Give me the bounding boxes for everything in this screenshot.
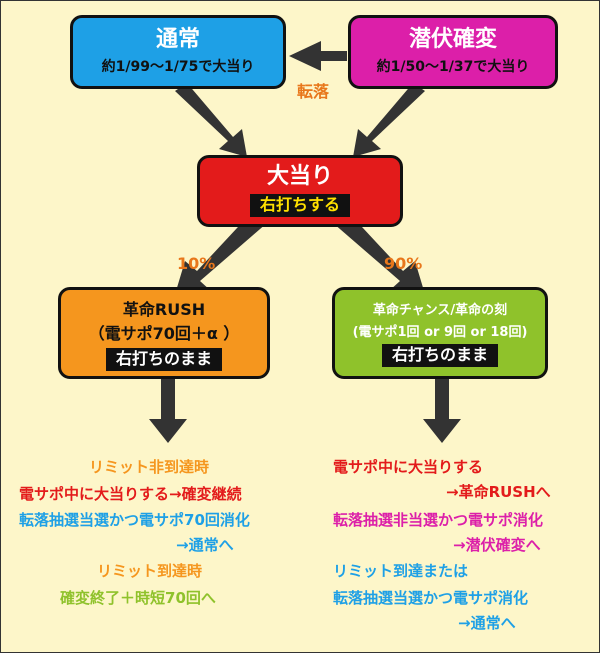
left-line-6: 確変終了＋時短70回へ — [60, 589, 216, 607]
rush-percent-label: 10% — [177, 254, 216, 273]
right-line-7: →通常へ — [458, 614, 516, 632]
right-line-3: 転落抽選非当選かつ電サポ消化 — [333, 511, 544, 529]
arrow-latent-to-normal — [289, 41, 347, 71]
latent-mode-title: 潜伏確変 — [408, 26, 497, 52]
chance-tag: 右打ちのまま — [381, 344, 498, 367]
left-line-5: リミット到達時 — [97, 562, 203, 580]
arrow-jackpot-to-rush — [173, 213, 267, 301]
right-line-5: リミット到達または — [333, 562, 469, 580]
rush-sub: （電サポ70回＋α ） — [88, 323, 240, 343]
right-line-2: →革命RUSHへ — [446, 483, 551, 501]
left-line-1: リミット非到達時 — [89, 458, 210, 476]
arrow-latent-to-jackpot — [353, 83, 425, 157]
fall-label: 転落 — [297, 82, 330, 101]
rush-title: 革命RUSH — [122, 299, 206, 319]
normal-mode-probability: 約1/99〜1/75で大当り — [101, 59, 255, 76]
arrow-chance-down — [423, 379, 461, 443]
left-line-2: 電サポ中に大当りする→確変継続 — [19, 485, 242, 503]
chance-percent-label: 90% — [384, 254, 423, 273]
jackpot-title: 大当り — [266, 164, 333, 190]
right-line-6: 転落抽選当選かつ電サポ消化 — [333, 589, 529, 607]
arrow-jackpot-to-chance — [333, 213, 427, 301]
normal-mode-box: 通常 約1/99〜1/75で大当り — [70, 15, 286, 89]
right-line-4: →潜伏確変へ — [453, 536, 541, 554]
arrow-normal-to-jackpot — [175, 83, 247, 157]
left-line-3: 転落抽選当選かつ電サポ70回消化 — [19, 511, 250, 529]
arrow-rush-down — [149, 379, 187, 443]
latent-mode-box: 潜伏確変 約1/50〜1/37で大当り — [348, 15, 558, 89]
chance-title: 革命チャンス/革命の刻 — [372, 303, 508, 318]
right-line-1: 電サポ中に大当りする — [333, 458, 484, 476]
rush-tag: 右打ちのまま — [105, 347, 222, 371]
latent-mode-probability: 約1/50〜1/37で大当り — [376, 59, 530, 76]
chance-box: 革命チャンス/革命の刻 (電サポ1回 or 9回 or 18回) 右打ちのまま — [332, 287, 548, 379]
jackpot-box: 大当り 右打ちする — [197, 155, 403, 227]
normal-mode-title: 通常 — [155, 26, 200, 52]
left-line-4: →通常へ — [176, 536, 234, 554]
rush-box: 革命RUSH （電サポ70回＋α ） 右打ちのまま — [58, 287, 270, 379]
jackpot-tag: 右打ちする — [249, 193, 350, 217]
chance-sub: (電サポ1回 or 9回 or 18回) — [352, 325, 528, 340]
